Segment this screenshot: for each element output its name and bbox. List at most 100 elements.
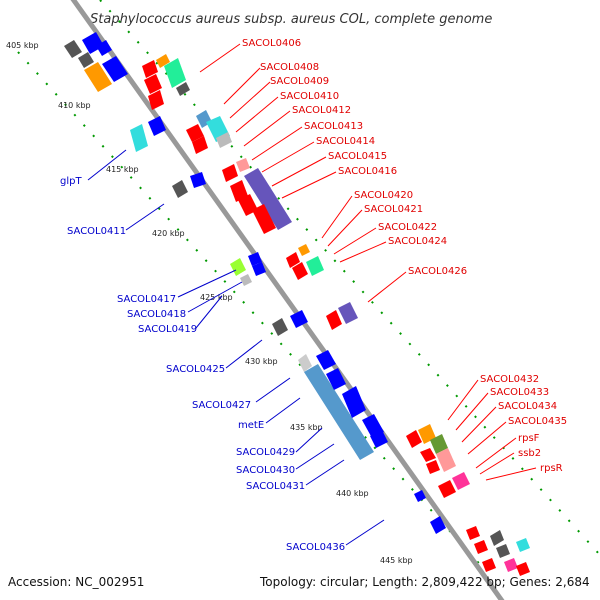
- leader-line: [333, 227, 377, 255]
- gene-label: SACOL0420: [354, 190, 413, 201]
- gene-label: ssb2: [518, 448, 541, 459]
- leader-line: [265, 397, 301, 424]
- forward-labels: [199, 43, 537, 481]
- leader-line: [467, 421, 507, 455]
- gene-label: SACOL0429: [236, 447, 295, 458]
- gene-label: rpsR: [540, 463, 563, 474]
- gene: [248, 252, 262, 266]
- gene: [216, 132, 232, 148]
- leader-line: [455, 392, 489, 431]
- gene: [426, 460, 440, 474]
- gene-label: SACOL0414: [316, 136, 375, 147]
- leader-line: [271, 156, 327, 187]
- gene-label: SACOL0432: [480, 374, 539, 385]
- gene: [78, 52, 94, 68]
- leader-line: [199, 43, 241, 73]
- gene-label: SACOL0412: [292, 105, 351, 116]
- leader-line: [229, 81, 271, 119]
- leader-line: [479, 452, 515, 475]
- leader-line: [223, 67, 261, 105]
- gene-label: SACOL0430: [236, 465, 295, 476]
- gene: [420, 448, 436, 462]
- gene: [230, 258, 246, 276]
- gene: [148, 116, 166, 136]
- kbp-tick-label: 405 kbp: [6, 41, 39, 50]
- gene: [436, 448, 456, 472]
- leader-line: [321, 195, 353, 239]
- kbp-tick-label: 410 kbp: [58, 101, 91, 110]
- gene-label: SACOL0435: [508, 416, 567, 427]
- gene: [466, 526, 480, 540]
- gene-label: SACOL0415: [328, 151, 387, 162]
- gene: [286, 252, 300, 268]
- kbp-tick-label: 435 kbp: [290, 423, 323, 432]
- gene: [326, 310, 342, 330]
- gene: [326, 368, 346, 390]
- leader-line: [235, 96, 279, 133]
- gene: [186, 124, 204, 142]
- gene: [240, 274, 252, 286]
- gene: [96, 40, 112, 56]
- gene-label: SACOL0421: [364, 204, 423, 215]
- gene-label: SACOL0406: [242, 38, 301, 49]
- gene: [102, 56, 128, 82]
- forward-strand-genes: [142, 54, 530, 576]
- gene: [406, 430, 422, 448]
- kbp-tick-label: 425 kbp: [200, 293, 233, 302]
- leader-line: [195, 295, 223, 329]
- gene-label: SACOL0411: [67, 226, 126, 237]
- gene: [272, 318, 288, 336]
- gene-label: SACOL0419: [138, 324, 197, 335]
- gene-label: SACOL0427: [192, 400, 251, 411]
- gene: [370, 430, 388, 448]
- gene: [156, 54, 170, 68]
- gene: [490, 530, 504, 546]
- leader-line: [125, 203, 165, 231]
- kbp-tick-label: 440 kbp: [336, 489, 369, 498]
- gene: [452, 472, 470, 490]
- kbp-tick-label: 415 kbp: [106, 165, 139, 174]
- leader-line: [367, 271, 407, 303]
- gene: [338, 302, 358, 324]
- gene: [164, 58, 186, 88]
- gene: [342, 386, 366, 418]
- gene: [148, 90, 164, 110]
- gene: [298, 354, 312, 372]
- gene: [144, 74, 162, 94]
- forward-label-texts: SACOL0406 SACOL0408 SACOL0409 SACOL0410 …: [242, 38, 567, 474]
- gene: [430, 434, 448, 454]
- leader-line: [295, 427, 323, 453]
- leader-line: [251, 126, 303, 161]
- gene: [418, 424, 436, 444]
- gene: [230, 180, 248, 202]
- gene: [438, 480, 456, 498]
- gene-label: SACOL0418: [127, 309, 186, 320]
- gene-label: SACOL0431: [246, 481, 305, 492]
- gene: [496, 544, 510, 558]
- leader-line: [255, 377, 291, 403]
- gene-label: SACOL0433: [490, 387, 549, 398]
- accession-text: Accession: NC_002951: [8, 575, 144, 589]
- gene: [516, 538, 530, 552]
- leader-line: [281, 171, 337, 199]
- gene: [290, 310, 308, 328]
- leader-line: [475, 437, 517, 469]
- gene-label: SACOL0409: [270, 76, 329, 87]
- gene: [64, 40, 82, 58]
- map-title: Staphylococcus aureus subsp. aureus COL,…: [90, 12, 492, 27]
- tick-ring-outer: [17, 51, 486, 571]
- leader-line: [187, 281, 243, 313]
- leader-line: [447, 379, 479, 421]
- leader-line: [327, 209, 363, 247]
- reverse-labels: [87, 149, 385, 546]
- gene: [252, 204, 276, 234]
- leader-line: [305, 459, 345, 486]
- gene-label: SACOL0413: [304, 121, 363, 132]
- gene: [176, 82, 190, 96]
- gene: [298, 244, 310, 256]
- gene: [482, 558, 496, 572]
- gene: [84, 62, 112, 92]
- gene: [142, 60, 158, 78]
- gene: [130, 124, 148, 152]
